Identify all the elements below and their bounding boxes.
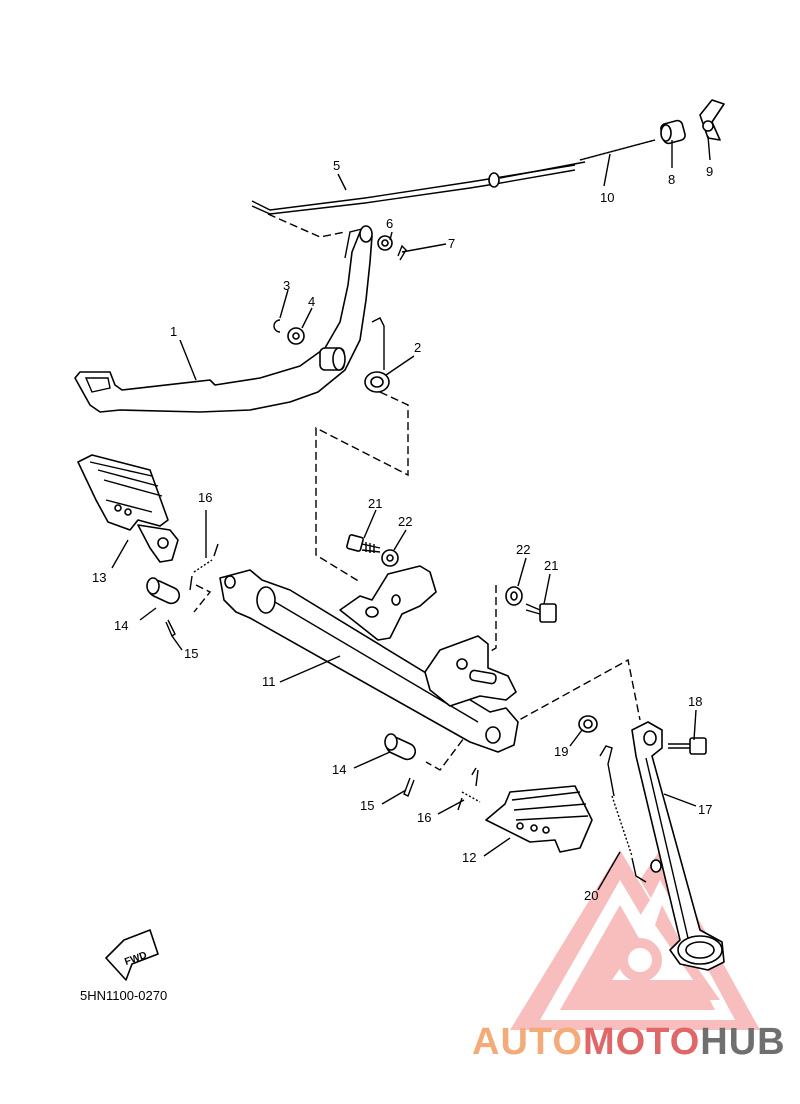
spring-20 bbox=[599, 745, 647, 883]
label-14-lower: 14 bbox=[332, 762, 346, 777]
label-12: 12 bbox=[462, 850, 476, 865]
cotter-15-lower bbox=[403, 777, 415, 797]
cotter-pin-7 bbox=[397, 244, 407, 261]
brake-pedal-1 bbox=[74, 225, 373, 413]
washer-22-lower bbox=[505, 586, 523, 606]
bolt-21-upper bbox=[346, 534, 381, 553]
assembly-reference-lines bbox=[193, 213, 641, 779]
footrest-bar-11 bbox=[219, 565, 519, 753]
label-11: 11 bbox=[262, 674, 276, 689]
clip-3 bbox=[273, 319, 281, 333]
label-9: 9 bbox=[706, 164, 713, 179]
watermark-text: AUTOMOTOHUB bbox=[472, 1021, 786, 1063]
figure-code: 5HN1100-0270 bbox=[80, 988, 167, 1003]
label-16-upper: 16 bbox=[198, 490, 212, 505]
label-6: 6 bbox=[386, 216, 393, 231]
joint-8 bbox=[660, 119, 686, 145]
label-2: 2 bbox=[414, 340, 421, 355]
bolt-18 bbox=[668, 737, 707, 755]
footrest-12 bbox=[485, 785, 593, 853]
label-18: 18 bbox=[688, 694, 702, 709]
label-19: 19 bbox=[554, 744, 568, 759]
spring-16-upper bbox=[189, 543, 219, 591]
label-15-lower: 15 bbox=[360, 798, 374, 813]
svg-text:AUTOMOTOHUB: AUTOMOTOHUB bbox=[472, 1021, 786, 1063]
washer-6 bbox=[377, 235, 393, 251]
bolt-21-lower bbox=[525, 603, 557, 623]
label-20: 20 bbox=[584, 888, 598, 903]
pin-14-lower bbox=[384, 733, 417, 761]
spring-10 bbox=[579, 139, 656, 161]
nut-19 bbox=[578, 715, 598, 733]
watermark-auto: AUTO bbox=[472, 1021, 583, 1063]
label-1: 1 bbox=[170, 324, 177, 339]
footrest-13 bbox=[77, 454, 179, 563]
label-10: 10 bbox=[600, 190, 614, 205]
pin-14-upper bbox=[146, 577, 181, 605]
spring-2 bbox=[364, 317, 390, 393]
label-22-lower: 22 bbox=[516, 542, 530, 557]
washer-22-upper bbox=[381, 549, 399, 567]
label-4: 4 bbox=[308, 294, 315, 309]
label-13: 13 bbox=[92, 570, 106, 585]
spring-16-lower bbox=[457, 769, 481, 811]
wing-nut-9 bbox=[699, 99, 725, 141]
watermark-moto: MOTO bbox=[583, 1021, 700, 1063]
cotter-15-upper bbox=[165, 619, 176, 638]
label-21-lower: 21 bbox=[544, 558, 558, 573]
label-22-upper: 22 bbox=[398, 514, 412, 529]
watermark-logo bbox=[510, 850, 760, 1030]
label-21-upper: 21 bbox=[368, 496, 382, 511]
sidestand-17 bbox=[631, 721, 725, 971]
label-17: 17 bbox=[698, 802, 712, 817]
fwd-arrow-icon: FWD bbox=[105, 929, 159, 981]
part-labels: 1 2 3 4 5 6 7 8 9 10 11 12 13 14 14 15 1… bbox=[92, 158, 713, 903]
leader-lines bbox=[111, 135, 711, 891]
washer-4 bbox=[287, 327, 305, 345]
label-8: 8 bbox=[668, 172, 675, 187]
label-16-lower: 16 bbox=[417, 810, 431, 825]
label-15-upper: 15 bbox=[184, 646, 198, 661]
label-3: 3 bbox=[283, 278, 290, 293]
watermark-hub: HUB bbox=[700, 1021, 785, 1063]
label-5: 5 bbox=[333, 158, 340, 173]
label-7: 7 bbox=[448, 236, 455, 251]
brake-rod-5 bbox=[251, 161, 586, 215]
label-14-upper: 14 bbox=[114, 618, 128, 633]
